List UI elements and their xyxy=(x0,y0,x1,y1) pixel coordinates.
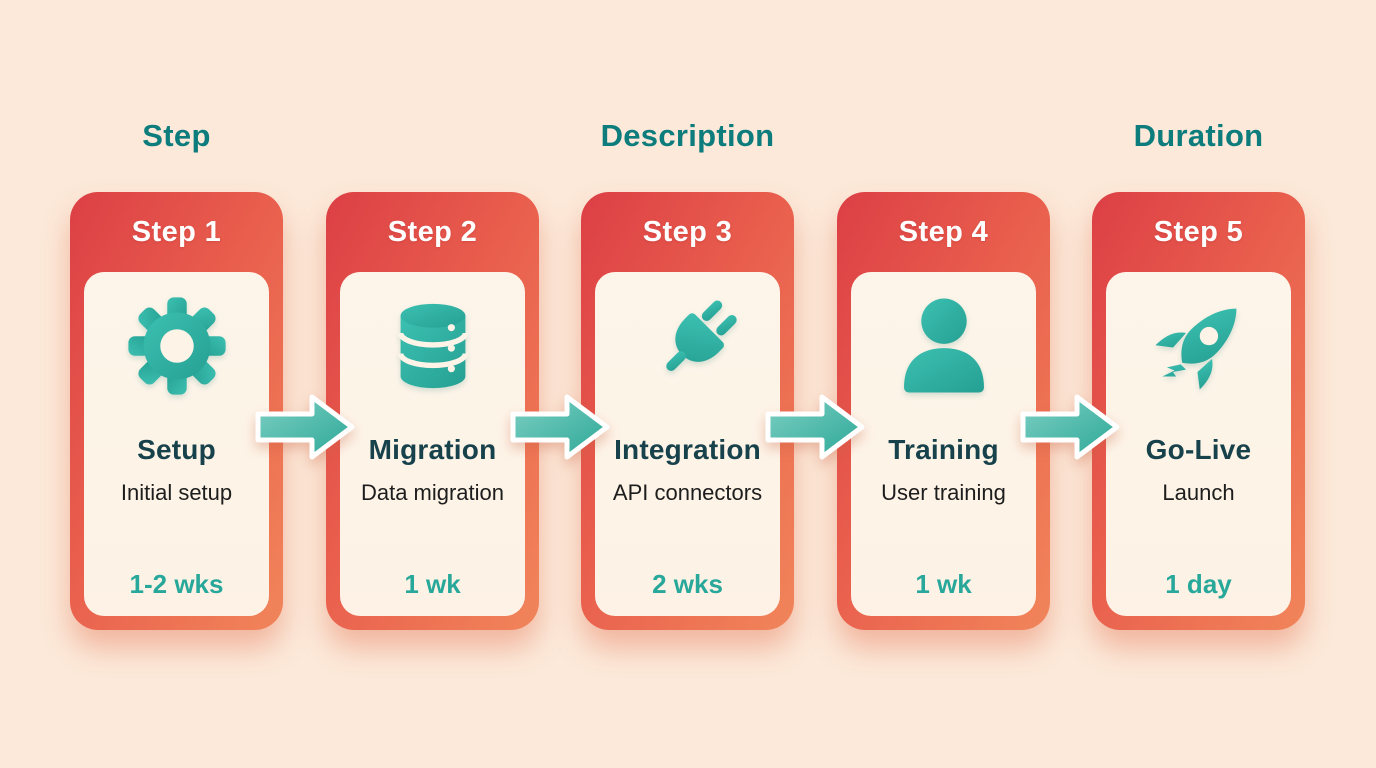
step-title: Migration xyxy=(368,434,497,465)
step-number-label: Step 2 xyxy=(387,215,478,248)
step-duration: 2 wks xyxy=(652,569,723,599)
step-title: Integration xyxy=(614,434,761,465)
step-description: User training xyxy=(881,480,1006,505)
arrow-right-icon xyxy=(255,394,355,460)
step-card-setup: Step 1 Setu xyxy=(70,192,283,630)
step-description: API connectors xyxy=(612,480,763,505)
database-icon xyxy=(377,290,489,402)
step-card-header: Step 4 xyxy=(837,192,1050,272)
step-duration: 1-2 wks xyxy=(129,569,224,599)
step-description: Launch xyxy=(1162,480,1235,505)
step-description: Initial setup xyxy=(120,480,233,505)
step-number-label: Step 1 xyxy=(131,215,222,248)
step-card-integration: Step 3 Integration API connectors 2 wks xyxy=(581,192,794,630)
arrow-right-icon xyxy=(510,394,610,460)
step-description: Data migration xyxy=(360,480,505,505)
step-duration: 1 day xyxy=(1165,569,1232,599)
column-header-description: Description xyxy=(600,118,775,153)
column-header-step: Step xyxy=(142,118,211,153)
step-card-header: Step 5 xyxy=(1092,192,1305,272)
step-card-body: Migration Data migration 1 wk xyxy=(340,272,525,616)
step-number-label: Step 3 xyxy=(642,215,733,248)
plug-icon xyxy=(632,290,744,402)
step-number-label: Step 5 xyxy=(1153,215,1244,248)
gear-icon xyxy=(121,290,233,402)
step-card-body: Setup Initial setup 1-2 wks xyxy=(84,272,269,616)
step-duration: 1 wk xyxy=(915,569,972,599)
step-card-body: Integration API connectors 2 wks xyxy=(595,272,780,616)
step-card-header: Step 3 xyxy=(581,192,794,272)
step-card-header: Step 2 xyxy=(326,192,539,272)
step-card-body: Training User training 1 wk xyxy=(851,272,1036,616)
step-number-label: Step 4 xyxy=(898,215,989,248)
arrow-right-icon xyxy=(765,394,865,460)
step-title: Go-Live xyxy=(1145,434,1252,465)
step-duration: 1 wk xyxy=(404,569,461,599)
step-card-migration: Step 2 Migration Data migration 1 wk xyxy=(326,192,539,630)
step-card-golive: Step 5 Go-Live Launch 1 da xyxy=(1092,192,1305,630)
step-title: Training xyxy=(888,434,999,465)
rocket-icon xyxy=(1143,290,1255,402)
user-icon xyxy=(888,290,1000,402)
arrow-right-icon xyxy=(1020,394,1120,460)
step-card-body: Go-Live Launch 1 day xyxy=(1106,272,1291,616)
step-card-training: Step 4 Training User training 1 wk xyxy=(837,192,1050,630)
step-title: Setup xyxy=(137,434,216,465)
step-card-header: Step 1 xyxy=(70,192,283,272)
column-header-duration: Duration xyxy=(1133,118,1264,153)
